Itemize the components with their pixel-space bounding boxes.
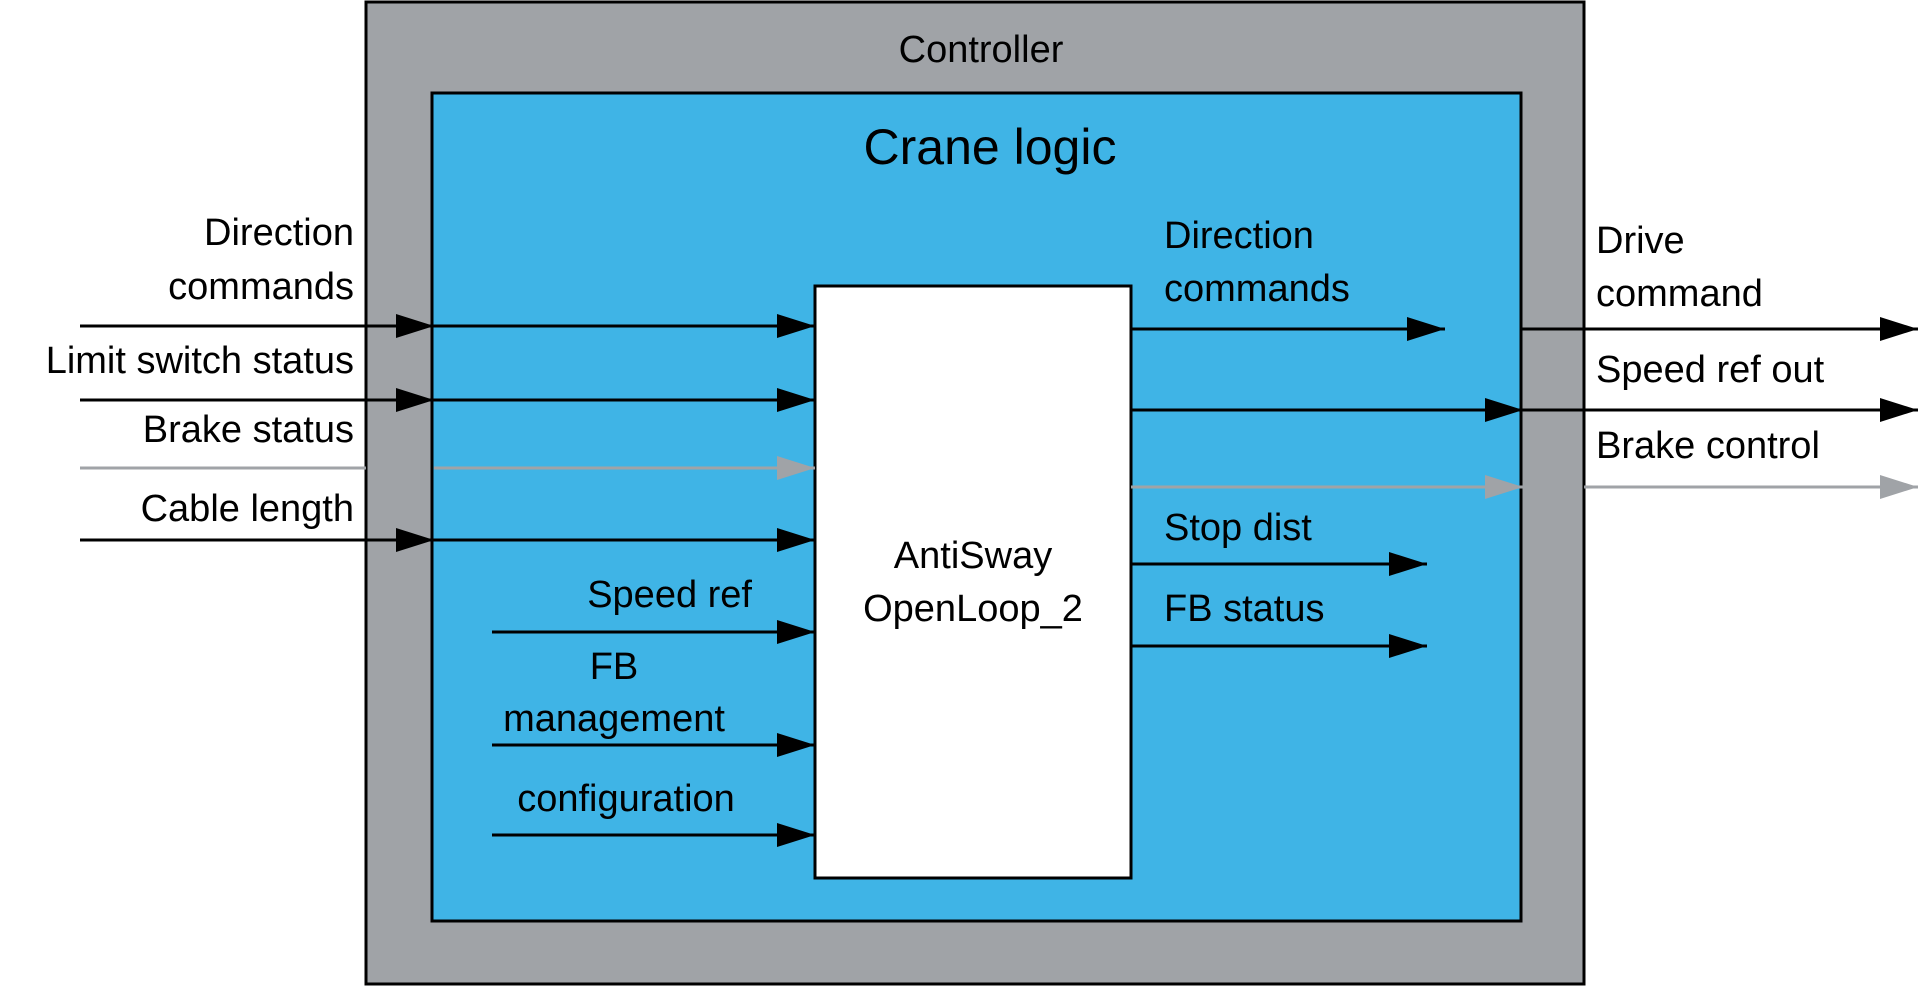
speed-ref-label: Speed ref <box>587 574 752 616</box>
limit-switch-status-label: Limit switch status <box>46 340 354 382</box>
antisway-block <box>813 284 1133 880</box>
brake-control-label: Brake control <box>1596 425 1820 467</box>
direction-commands-out-label-1: Direction <box>1164 215 1314 257</box>
configuration-label: configuration <box>517 778 735 820</box>
fb-management-label-2: management <box>503 698 725 740</box>
drive-command-label-2: command <box>1596 273 1763 315</box>
brake-status-label: Brake status <box>143 409 354 451</box>
speed-ref-out-label: Speed ref out <box>1596 349 1825 391</box>
block-label-line1: AntiSway <box>894 535 1052 577</box>
crane-logic-label: Crane logic <box>864 119 1117 175</box>
controller-label: Controller <box>899 29 1064 71</box>
stop-dist-label: Stop dist <box>1164 507 1312 549</box>
cable-length-label: Cable length <box>141 488 354 530</box>
direction-commands-out-label-2: commands <box>1164 268 1350 310</box>
drive-command-label-1: Drive <box>1596 220 1685 262</box>
fb-management-label-1: FB <box>590 646 639 688</box>
block-label-line2: OpenLoop_2 <box>863 588 1083 630</box>
fb-status-label: FB status <box>1164 588 1325 630</box>
direction-commands-in-label-1: Direction <box>204 212 354 254</box>
direction-commands-in-label-2: commands <box>168 266 354 308</box>
